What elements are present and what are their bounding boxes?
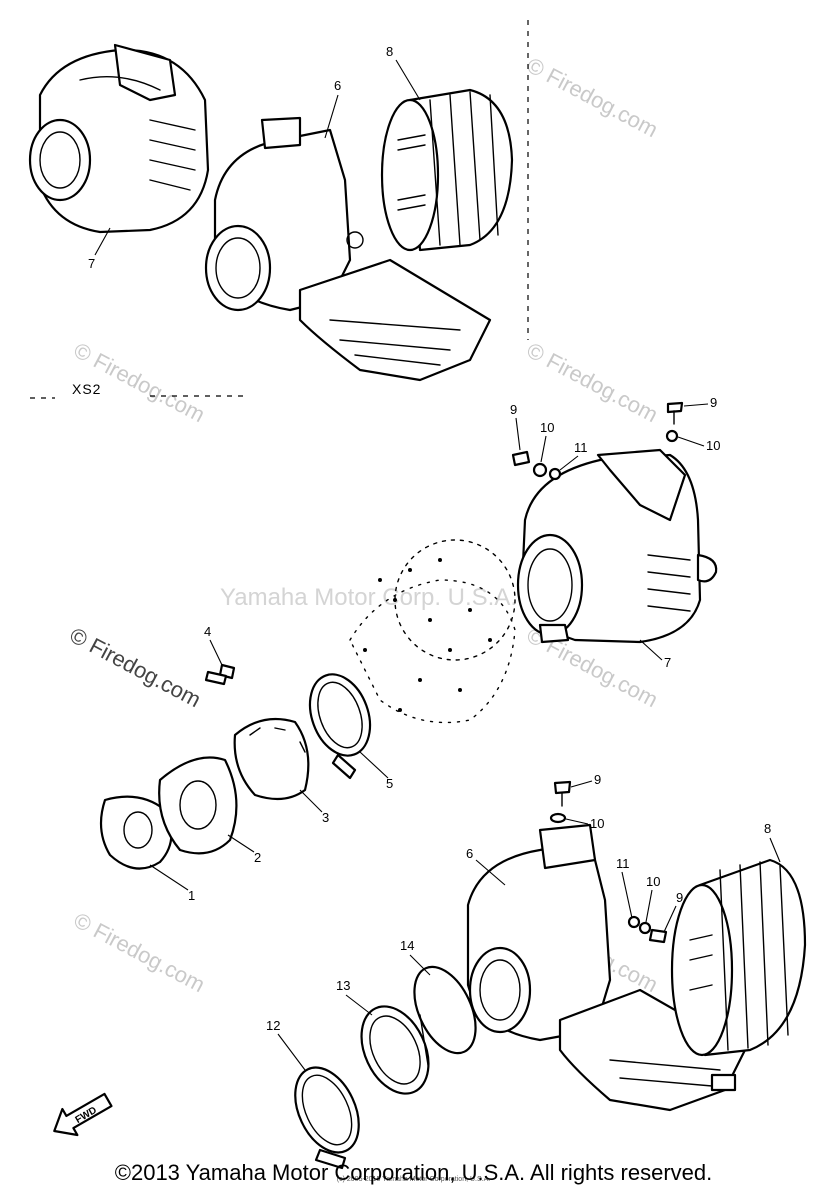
hardware-middle <box>511 401 684 481</box>
cover-7-middle <box>516 448 718 644</box>
cover-7-top <box>28 43 210 234</box>
watermark-firedog: © Firedog.com <box>523 337 662 427</box>
callout-10: 10 <box>646 874 660 889</box>
callout-2: 2 <box>254 850 261 865</box>
copyright-notice: ©2013 Yamaha Motor Corporation, U.S.A. A… <box>114 1160 713 1185</box>
air-box-6-bottom <box>466 823 747 1112</box>
callout-13: 13 <box>336 978 350 993</box>
forward-arrow-icon: FWD <box>53 1092 113 1137</box>
forward-label: FWD <box>74 1105 99 1126</box>
clamp-5 <box>308 673 372 780</box>
callout-5: 5 <box>386 776 393 791</box>
watermark-firedog: © Firedog.com <box>70 907 209 997</box>
callout-14: 14 <box>400 938 414 953</box>
callout-6: 6 <box>466 846 473 861</box>
callout-11: 11 <box>616 856 630 871</box>
callout-12: 12 <box>266 1018 280 1033</box>
watermark-firedog: © Firedog.com <box>523 52 662 142</box>
callout-4: 4 <box>204 624 211 639</box>
joint-3 <box>233 717 310 801</box>
callout-6: 6 <box>334 78 341 93</box>
callout-9: 9 <box>676 890 683 905</box>
callout-7: 7 <box>88 256 95 271</box>
clamp-12 <box>294 1066 360 1170</box>
callout-9: 9 <box>710 395 717 410</box>
joint-13 <box>360 1005 430 1095</box>
callout-9: 9 <box>510 402 517 417</box>
callout-1: 1 <box>188 888 195 903</box>
callout-3: 3 <box>322 810 329 825</box>
air-filter-8-top <box>380 88 514 252</box>
watermark-firedog: © Firedog.com <box>66 622 205 712</box>
callout-7: 7 <box>664 655 671 670</box>
watermark-yamaha: Yamaha Motor Corp. U.S.A. <box>220 584 517 611</box>
hardware-bottom <box>549 780 668 944</box>
callout-11: 11 <box>574 440 588 455</box>
callout-8: 8 <box>764 821 771 836</box>
xs2-inset-frame: XS2 <box>30 20 529 399</box>
bolt-4 <box>204 663 236 686</box>
callout-8: 8 <box>386 44 393 59</box>
small-credit: (c) 2005-2015 Yamaha Motor Corporation, … <box>336 1176 491 1183</box>
callout-10: 10 <box>590 816 604 831</box>
callout-10: 10 <box>540 420 554 435</box>
variant-label: XS2 <box>72 381 101 397</box>
callout-10: 10 <box>706 438 720 453</box>
air-filter-8-bottom <box>670 858 807 1057</box>
engine-outline-ghost <box>349 539 516 724</box>
gasket-1 <box>99 795 173 870</box>
joint-2 <box>158 756 238 855</box>
air-box-6-top <box>204 116 492 382</box>
callout-9: 9 <box>594 772 601 787</box>
